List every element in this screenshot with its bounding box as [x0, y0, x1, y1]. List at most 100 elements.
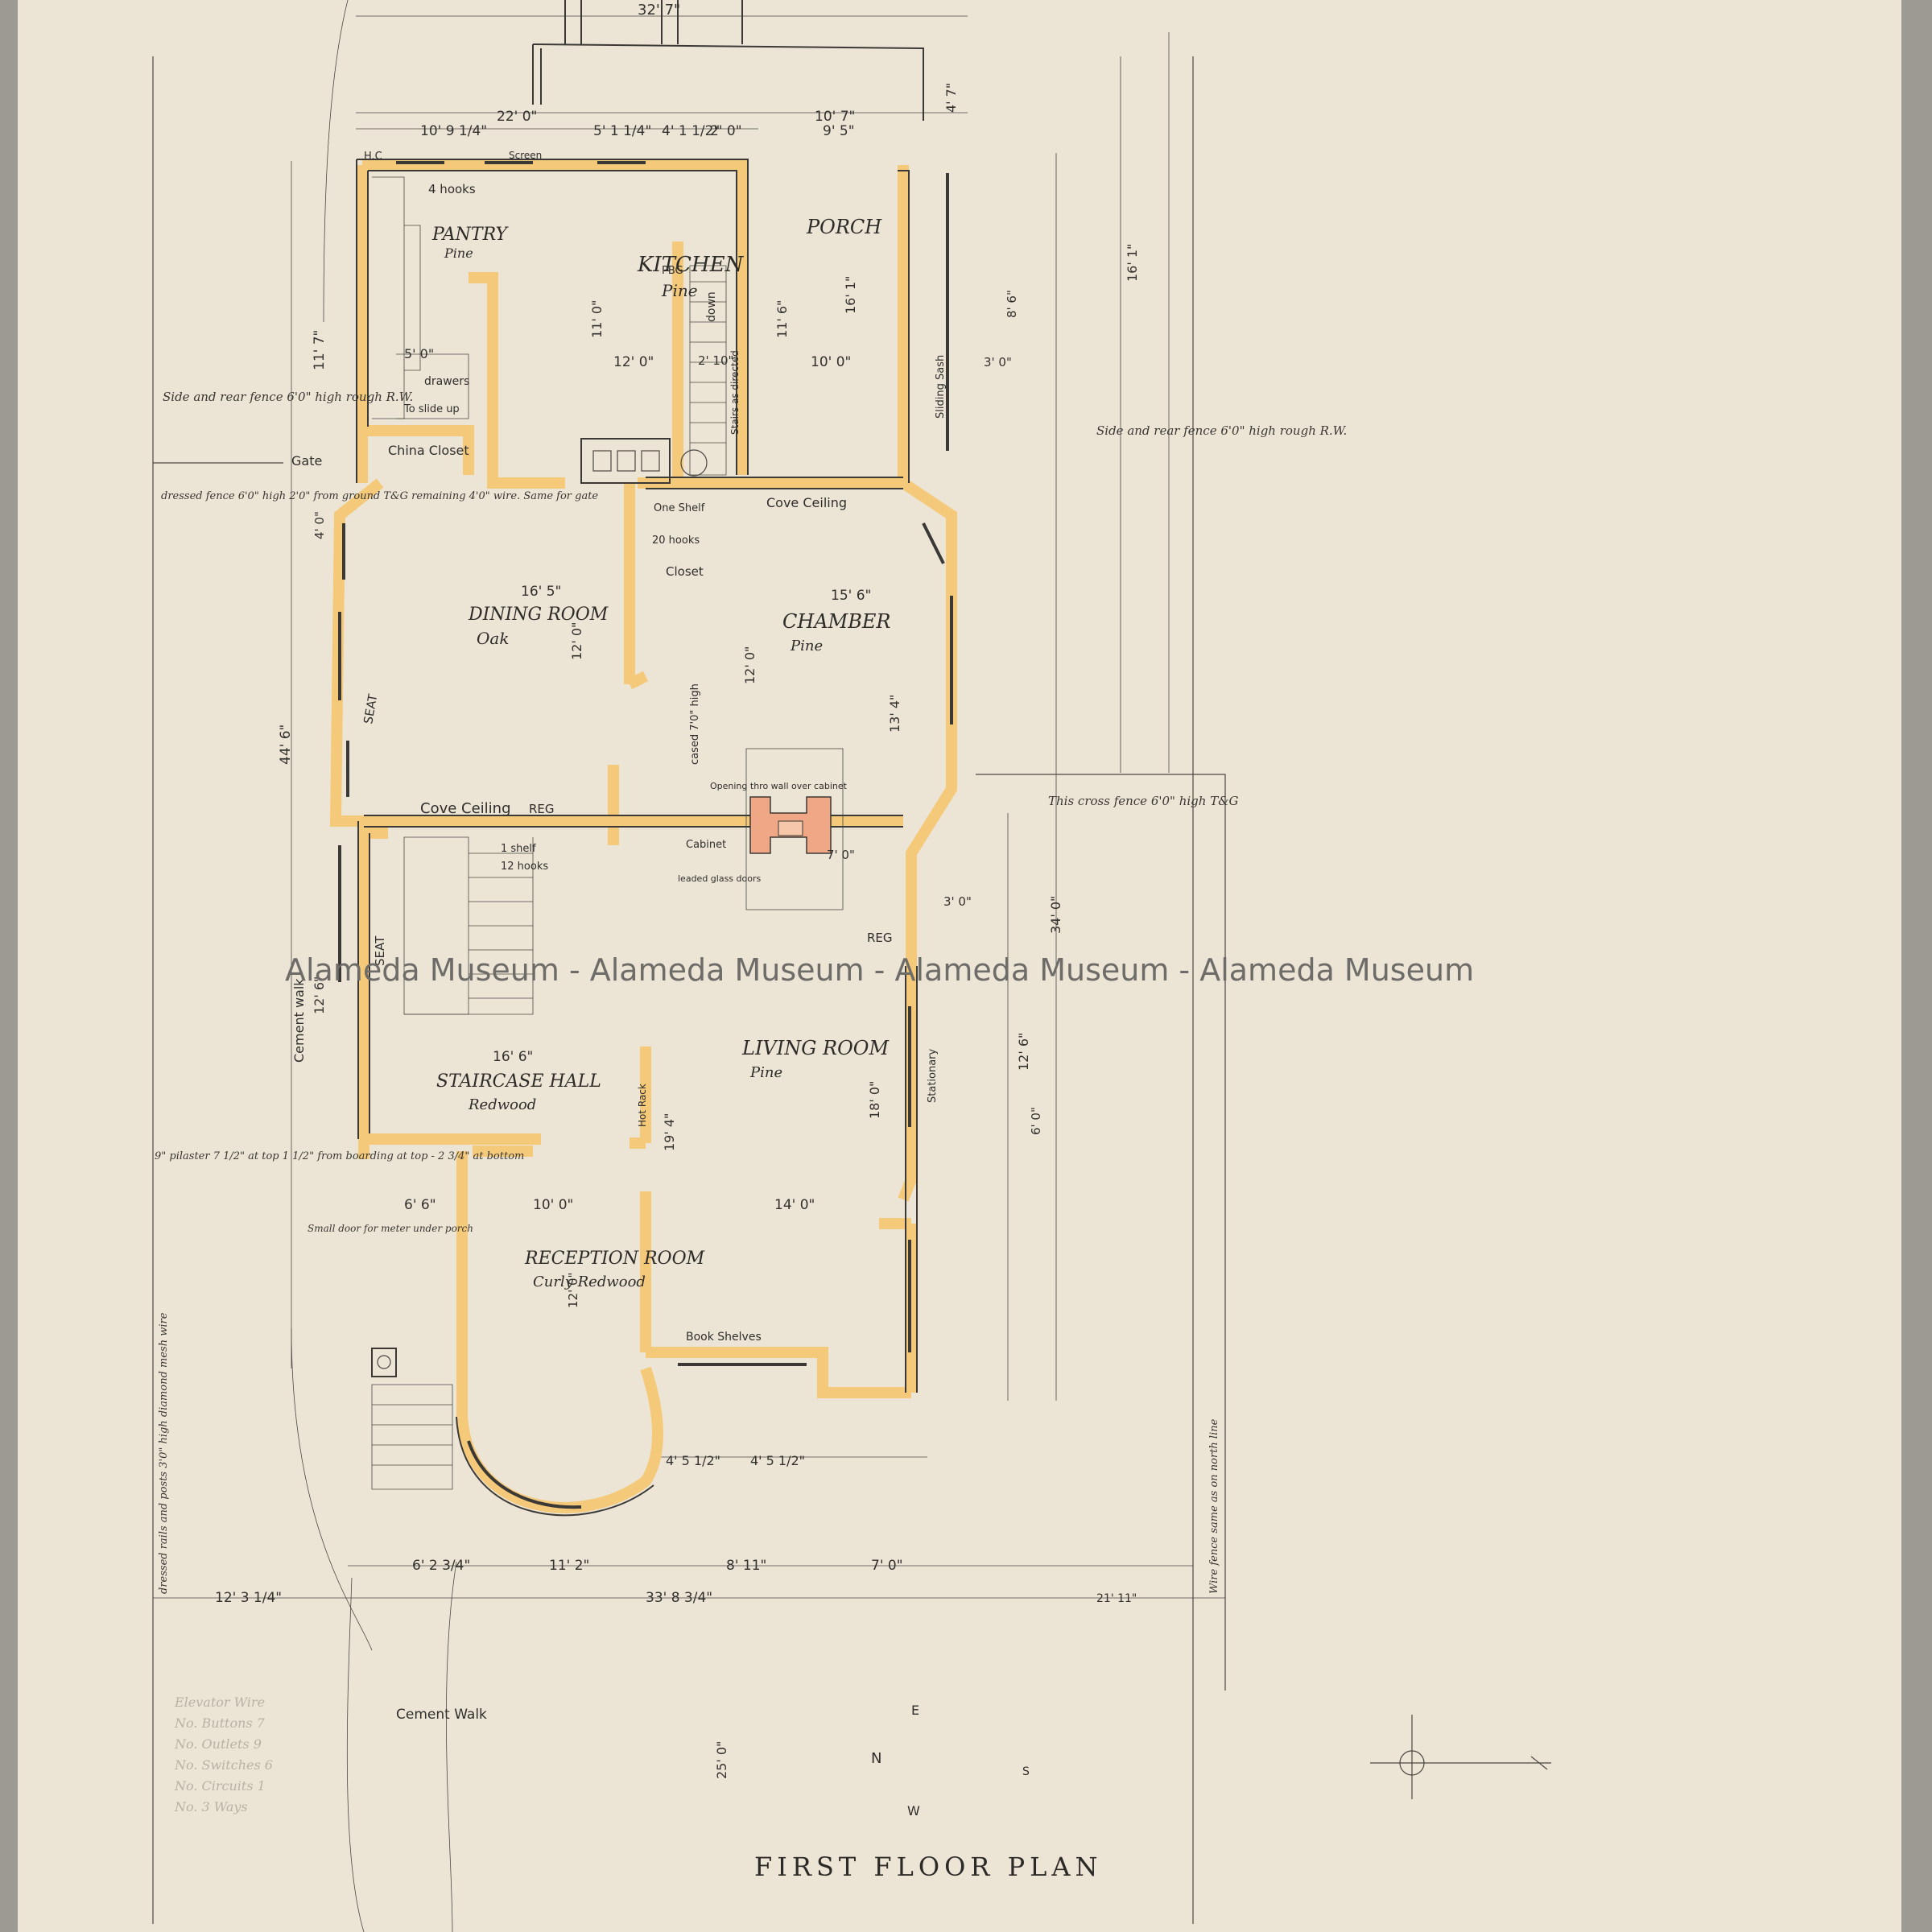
wire-fence-note: Wire fence same as on north line	[1208, 1418, 1220, 1594]
dining-label: DINING ROOM	[468, 605, 609, 625]
dim-living-width: 14' 0"	[774, 1197, 815, 1213]
dim-right-yard: 21' 11"	[1096, 1592, 1137, 1605]
dim-porch-width: 10' 7"	[815, 109, 855, 125]
faint-note-4: No. Switches 6	[174, 1757, 273, 1773]
dim-14: 6' 6"	[404, 1197, 436, 1213]
dim-7: 16' 1"	[843, 276, 858, 314]
cement-walk-side-label: Cement walk	[291, 978, 307, 1063]
dining-finish: Oak	[477, 629, 509, 648]
dim-11: 19' 4"	[662, 1113, 677, 1151]
dim-8: 13' 4"	[887, 695, 902, 733]
closet-label: Closet	[666, 564, 704, 579]
dim-dining-width: 16' 5"	[521, 584, 561, 600]
compass-rose	[1370, 1715, 1551, 1799]
fence-note-left: Side and rear fence 6'0" high rough R.W.	[163, 390, 413, 404]
dim-2: 4' 1 1/2"	[662, 123, 720, 139]
compass-w: W	[907, 1803, 920, 1818]
living-label: LIVING ROOM	[741, 1037, 890, 1059]
dim-porch-depth: 16' 1"	[1125, 244, 1140, 282]
pbg-label: PBG	[662, 265, 683, 277]
hose-cock-label: H.C	[364, 151, 382, 163]
dim-21: 4' 5 1/2"	[750, 1453, 805, 1468]
dim-17: 11' 2"	[549, 1558, 589, 1574]
pilaster-note: 9" pilaster 7 1/2" at top 1 1/2" from bo…	[155, 1150, 524, 1162]
faint-note-3: No. Outlets 9	[174, 1736, 262, 1752]
dim-porch-inner: 9' 5"	[823, 123, 855, 139]
dim-3: 2' 0"	[710, 123, 742, 139]
windows	[338, 161, 953, 1366]
reception-bay	[456, 1366, 663, 1517]
dim-26: 7' 0"	[827, 848, 855, 862]
dim-16: 6' 2 3/4"	[412, 1558, 470, 1574]
leaded-glass-label: leaded glass doors	[678, 873, 761, 884]
twenty-hooks-label: 20 hooks	[652, 535, 700, 547]
porch-stoop	[371, 1348, 397, 1377]
cove-ceiling-dining: Cove Ceiling	[420, 800, 511, 817]
dim-19: 7' 0"	[871, 1558, 903, 1574]
compass-s: S	[1022, 1765, 1030, 1778]
four-hooks-label: 4 hooks	[428, 182, 476, 196]
dimension-lines	[153, 15, 1225, 1599]
small-door-note: Small door for meter under porch	[308, 1223, 473, 1234]
cement-walk-label: Cement Walk	[396, 1707, 487, 1723]
seat-label-hall: SEAT	[373, 935, 387, 966]
dim-kitchen-width: 22' 0"	[497, 109, 537, 125]
dim-right-overall: 34' 0"	[1048, 896, 1063, 934]
book-shelves-label: Book Shelves	[686, 1331, 762, 1344]
compass-n: N	[871, 1750, 881, 1767]
watermark: Alameda Museum - Alameda Museum - Alamed…	[285, 952, 1474, 988]
dim-27: 8' 6"	[1005, 290, 1019, 318]
porch-label: PORCH	[806, 216, 882, 238]
dim-24: 3' 0"	[984, 355, 1012, 369]
dim-22: 5' 0"	[404, 346, 434, 361]
opening-wall-label: Opening thro wall over cabinet	[710, 781, 848, 791]
dim-20: 4' 5 1/2"	[666, 1453, 720, 1468]
dim-kitchen-depth: 12' 0"	[613, 354, 654, 370]
living-finish: Pine	[749, 1064, 782, 1081]
gate-label: Gate	[291, 453, 322, 469]
dim-pantry-width: 10' 9 1/4"	[420, 123, 487, 139]
dim-chamber-depth: 12' 0"	[742, 646, 758, 684]
dim-28: 3' 0"	[943, 894, 972, 909]
dim-13: 10' 0"	[533, 1197, 573, 1213]
stationary-label: Stationary	[927, 1048, 939, 1103]
faint-note-2: No. Buttons 7	[174, 1715, 266, 1731]
cement-walks	[291, 1327, 457, 1932]
dim-side-yard: 12' 3 1/4"	[215, 1590, 282, 1606]
dim-23: 4' 0"	[312, 511, 327, 539]
pantry-shelves	[372, 176, 469, 419]
down-label: down	[705, 291, 718, 322]
cove-ceiling-chamber: Cove Ceiling	[766, 495, 847, 510]
dim-hall-width: 16' 6"	[493, 1049, 533, 1065]
drawers-label: drawers	[424, 375, 469, 388]
dim-12: 12' 6"	[1016, 1033, 1031, 1071]
fence-lines	[152, 0, 1226, 1924]
pantry-label: PANTRY	[431, 225, 509, 245]
stair-hall-finish: Redwood	[468, 1096, 536, 1113]
to-slide-up-label: To slide up	[403, 403, 460, 415]
dim-15: 12' 0"	[566, 1273, 580, 1308]
dim-25: 2' 10"	[698, 353, 733, 368]
fireplace	[745, 748, 844, 910]
register-label: REG	[529, 802, 555, 816]
dim-living-depth: 18' 0"	[867, 1081, 882, 1119]
dim-chamber-width: 15' 6"	[831, 588, 871, 604]
dim-10: 12' 6"	[312, 976, 327, 1014]
hot-rack-label: Hot Rack	[637, 1084, 648, 1127]
drawing-sheet: .w{fill:none;stroke:#f5c97a;stroke-width…	[18, 0, 1901, 1932]
seat-label-dining: SEAT	[361, 692, 380, 725]
dim-1: 5' 1 1/4"	[593, 123, 651, 139]
dim-5: 11' 0"	[589, 300, 605, 338]
fence-note-right: Side and rear fence 6'0" high rough R.W.	[1096, 423, 1347, 438]
drawing-title: FIRST FLOOR PLAN	[754, 1852, 1102, 1882]
stairs	[371, 265, 727, 1490]
dim-front-yard: 25' 0"	[714, 1741, 729, 1779]
dim-4: 4' 7"	[943, 83, 959, 113]
screen-label: Screen	[509, 150, 542, 161]
kitchen-finish: Pine	[661, 281, 698, 300]
chamber-label: CHAMBER	[782, 610, 890, 633]
cabinet-label: Cabinet	[686, 839, 726, 851]
wall-outlines	[356, 159, 918, 1393]
compass-e: E	[911, 1703, 919, 1718]
range	[580, 438, 708, 484]
